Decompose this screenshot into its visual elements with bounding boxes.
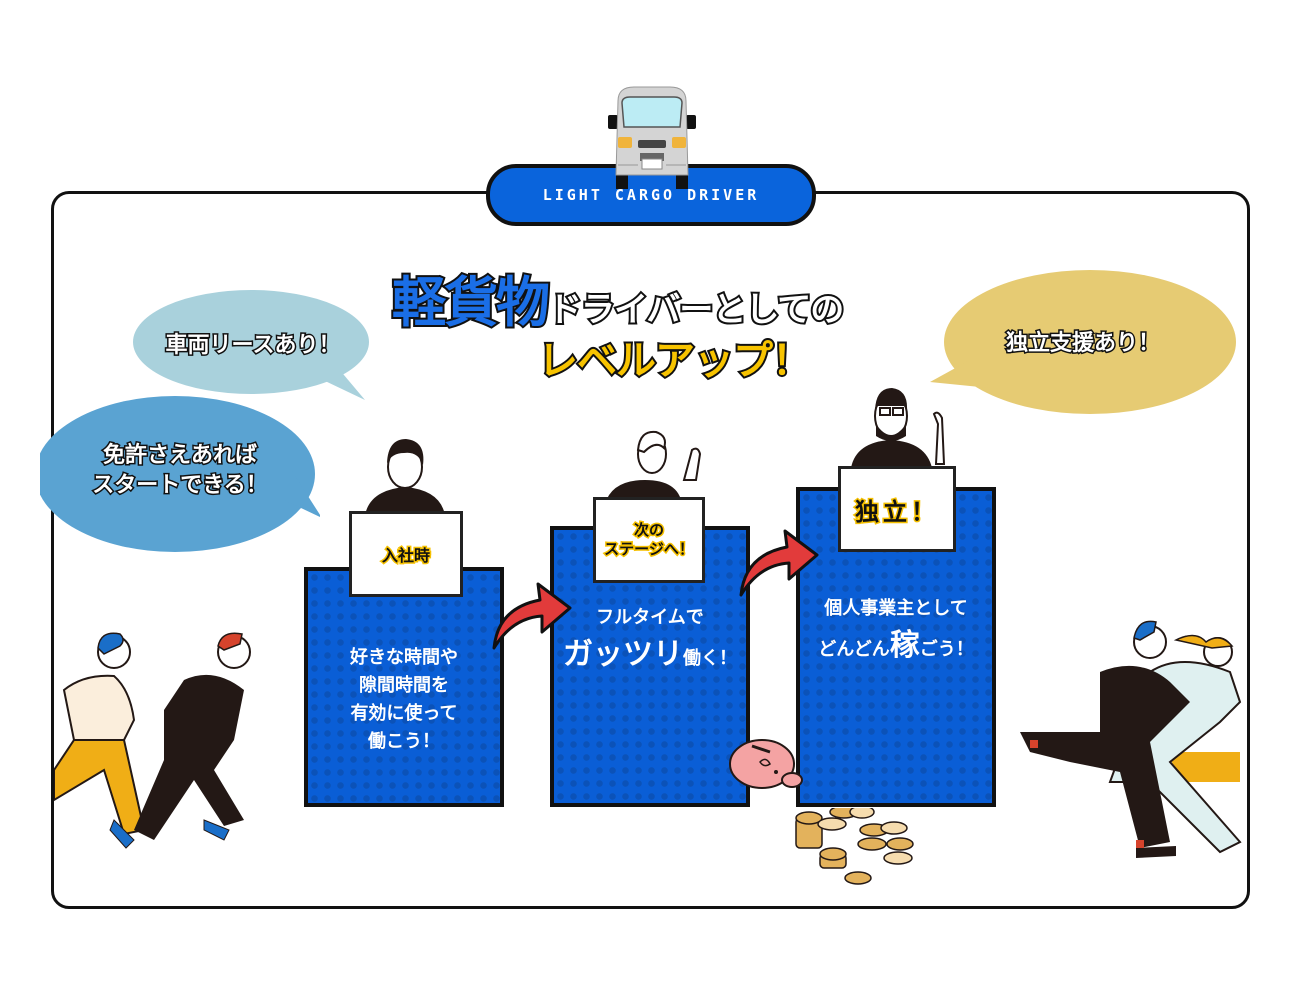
step1-line1: 好きな時間や [350,647,458,669]
running-people-right-icon [1020,620,1242,858]
arrow-right-icon [492,582,572,650]
person-next-stage-icon [605,430,702,504]
coins-icon [795,808,914,885]
step3-line2-pre: どんどん [818,638,890,660]
sign-independent: 独立！ [838,466,956,552]
bubble-text: 車両リースあり！ [164,332,342,360]
heading-rest: ドライバーとしての [546,288,846,332]
step3-line2-post: ごう！ [919,638,974,660]
step3-line1: 個人事業主として [824,597,968,619]
piggy-bank-icon [729,739,803,789]
bubble-shape-icon [40,396,320,552]
heading-emphasis: 軽貨物 [390,269,552,336]
running-people-left-icon [54,632,251,849]
step2-line2: 働く！ [683,648,737,670]
person-entry-icon [365,439,445,515]
bubble-shape-icon [133,290,369,400]
light-cargo-truck-icon [608,86,696,189]
step1-line3: 有効に使って [350,703,458,724]
heading-line2: レベルアップ！ [536,336,814,386]
bubble-text: 独立支援あり！ [1004,330,1161,358]
step1-line4: 働こう！ [368,730,440,752]
step2-line1: フルタイムで [596,607,704,629]
speech-bubble-independence-support: 独立支援あり！ [930,270,1236,418]
step1-line2: 隙間時間を [359,675,449,697]
bubble-text-line2: スタートできる！ [91,472,270,500]
sign2-line1: 次の [632,519,665,540]
person-independent-icon [851,388,946,468]
sign2-line2: ステージへ！ [603,539,696,560]
sign-entry: 入社時 [349,511,463,597]
arrow-right-icon [739,529,819,597]
sign-next-stage: 次のステージへ！ [593,497,705,583]
bubble-shape-icon [930,270,1236,414]
step-box-entry: 好きな時間や 隙間時間を 有効に使って 働こう！ [304,567,504,807]
bubble-text-line1: 免許さえあれば [101,442,258,470]
speech-bubble-vehicle-lease: 車両リースあり！ [133,290,373,402]
step2-big: ガッツリ [563,637,683,673]
speech-bubble-license-start: 免許さえあれば スタートできる！ [40,388,320,554]
step3-big: 稼 [889,627,920,663]
page-heading: 軽貨物ドライバーとしての [390,258,846,337]
